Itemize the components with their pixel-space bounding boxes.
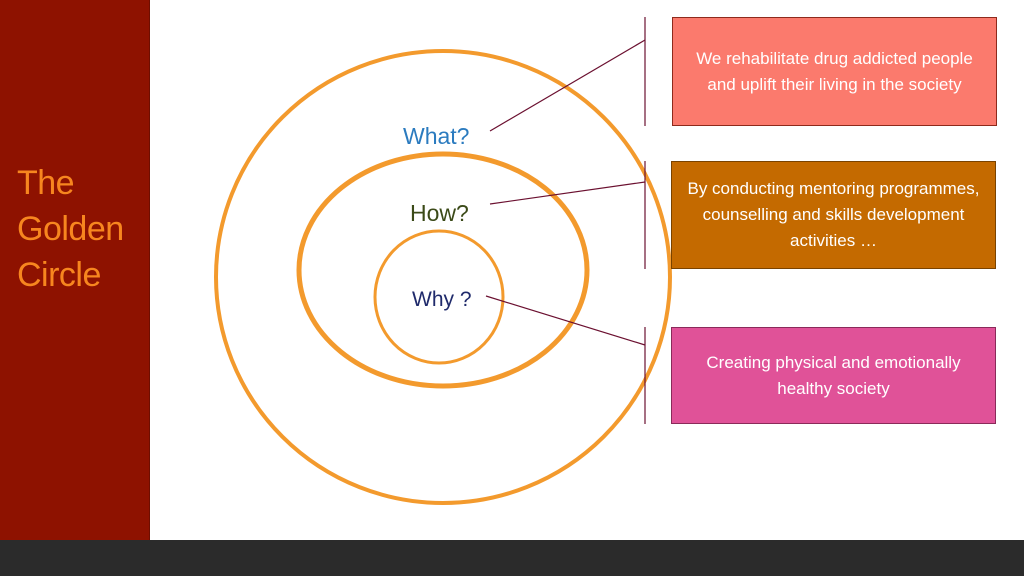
connector-what (489, 39, 646, 132)
middle-ring-how (296, 151, 590, 389)
how-description-text: By conducting mentoring programmes, coun… (687, 179, 980, 250)
slide-title-line-1: The (17, 164, 75, 202)
how-description-box: By conducting mentoring programmes, coun… (671, 161, 996, 269)
inner-ring-why (373, 229, 505, 365)
what-description-text: We rehabilitate drug addicted people and… (696, 48, 973, 94)
connector-how (489, 181, 646, 205)
what-description-box: We rehabilitate drug addicted people and… (672, 17, 997, 126)
what-label: What? (403, 123, 470, 149)
connector-why (485, 295, 646, 346)
slide-title: The Golden Circle (17, 160, 147, 298)
why-description-text: Creating physical and emotionally health… (706, 352, 961, 398)
how-label: How? (410, 200, 469, 226)
side-panel: The Golden Circle (0, 0, 150, 540)
slide-title-line-3: Circle (17, 256, 101, 294)
outer-ring-what (214, 49, 672, 505)
why-label: Why ? (412, 288, 472, 311)
bottom-bar (0, 540, 1024, 576)
slide-title-line-2: Golden (17, 210, 124, 248)
why-description-box: Creating physical and emotionally health… (671, 327, 996, 424)
